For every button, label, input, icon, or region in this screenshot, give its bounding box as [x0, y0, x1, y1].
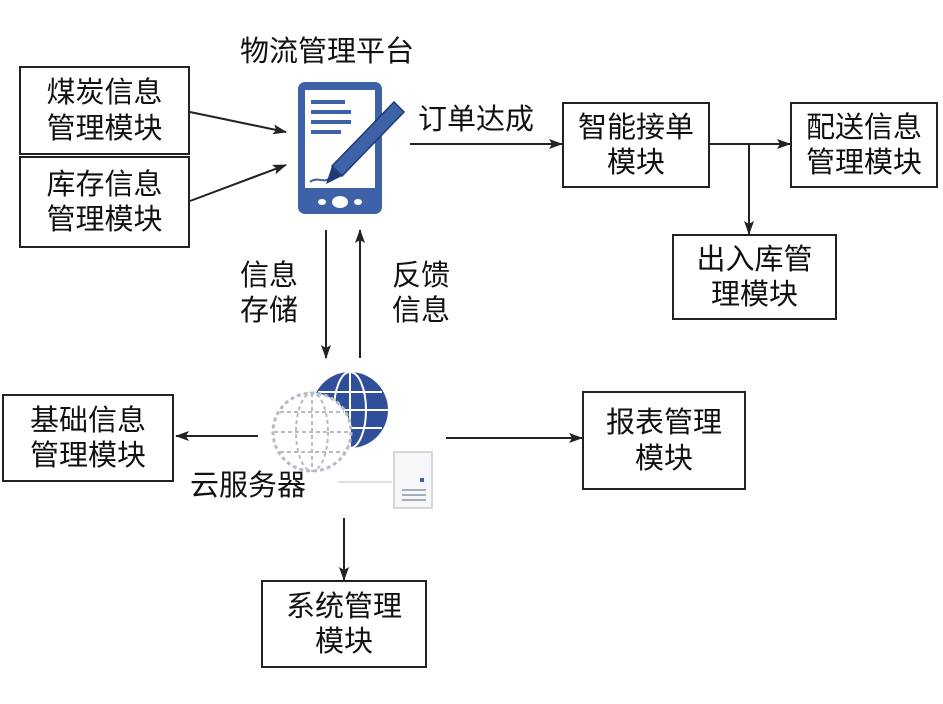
inventory-info-line2: 管理模块 [46, 202, 163, 236]
inventory-info-module: 库存信息管理模块 [19, 156, 190, 248]
store-label-line2: 存储 [240, 293, 299, 328]
store-label-line1: 信息 [240, 258, 299, 292]
cloud-server-label: 云服务器 [190, 468, 307, 502]
system-module: 系统管理模块 [261, 580, 427, 668]
warehouse-io-line2: 理模块 [710, 277, 798, 311]
report-module: 报表管理模块 [582, 391, 746, 490]
basic-info-module: 基础信息管理模块 [2, 394, 174, 482]
delivery-info-line1: 配送信息 [805, 109, 922, 144]
cloud-server-icon [271, 371, 433, 509]
feedback-label: 反馈 信息 [392, 258, 450, 329]
tablet-pen-icon [298, 82, 406, 214]
feedback-label-line1: 反馈 [392, 258, 451, 292]
server-icon [393, 451, 433, 509]
arrow-coal-to-platform [189, 111, 287, 135]
basic-info-line2: 管理模块 [29, 438, 146, 472]
warehouse-io-module: 出入库管理模块 [672, 234, 837, 320]
warehouse-io-line1: 出入库管 [696, 241, 813, 276]
system-line2: 模块 [314, 624, 373, 658]
report-line1: 报表管理 [605, 405, 722, 440]
delivery-info-module: 配送信息管理模块 [790, 102, 938, 188]
report-line2: 模块 [634, 440, 693, 475]
system-line1: 系统管理 [285, 588, 402, 623]
smart-order-line2: 模块 [606, 145, 665, 179]
dashed-globe-icon [271, 391, 353, 473]
basic-info-line1: 基础信息 [29, 402, 146, 437]
store-label: 信息 存储 [240, 258, 298, 329]
feedback-label-line2: 信息 [392, 293, 451, 328]
order-reached-label: 订单达成 [418, 102, 535, 136]
coal-info-line2: 管理模块 [46, 110, 163, 145]
delivery-info-line2: 管理模块 [805, 145, 922, 179]
coal-info-line1: 煤炭信息 [46, 75, 163, 110]
smart-order-line1: 智能接单 [577, 109, 694, 144]
platform-title: 物流管理平台 [240, 34, 415, 68]
coal-info-module: 煤炭信息管理模块 [19, 66, 190, 155]
arrow-inventory-to-platform [189, 164, 287, 202]
inventory-info-line1: 库存信息 [46, 166, 163, 201]
smart-order-module: 智能接单模块 [562, 102, 710, 188]
